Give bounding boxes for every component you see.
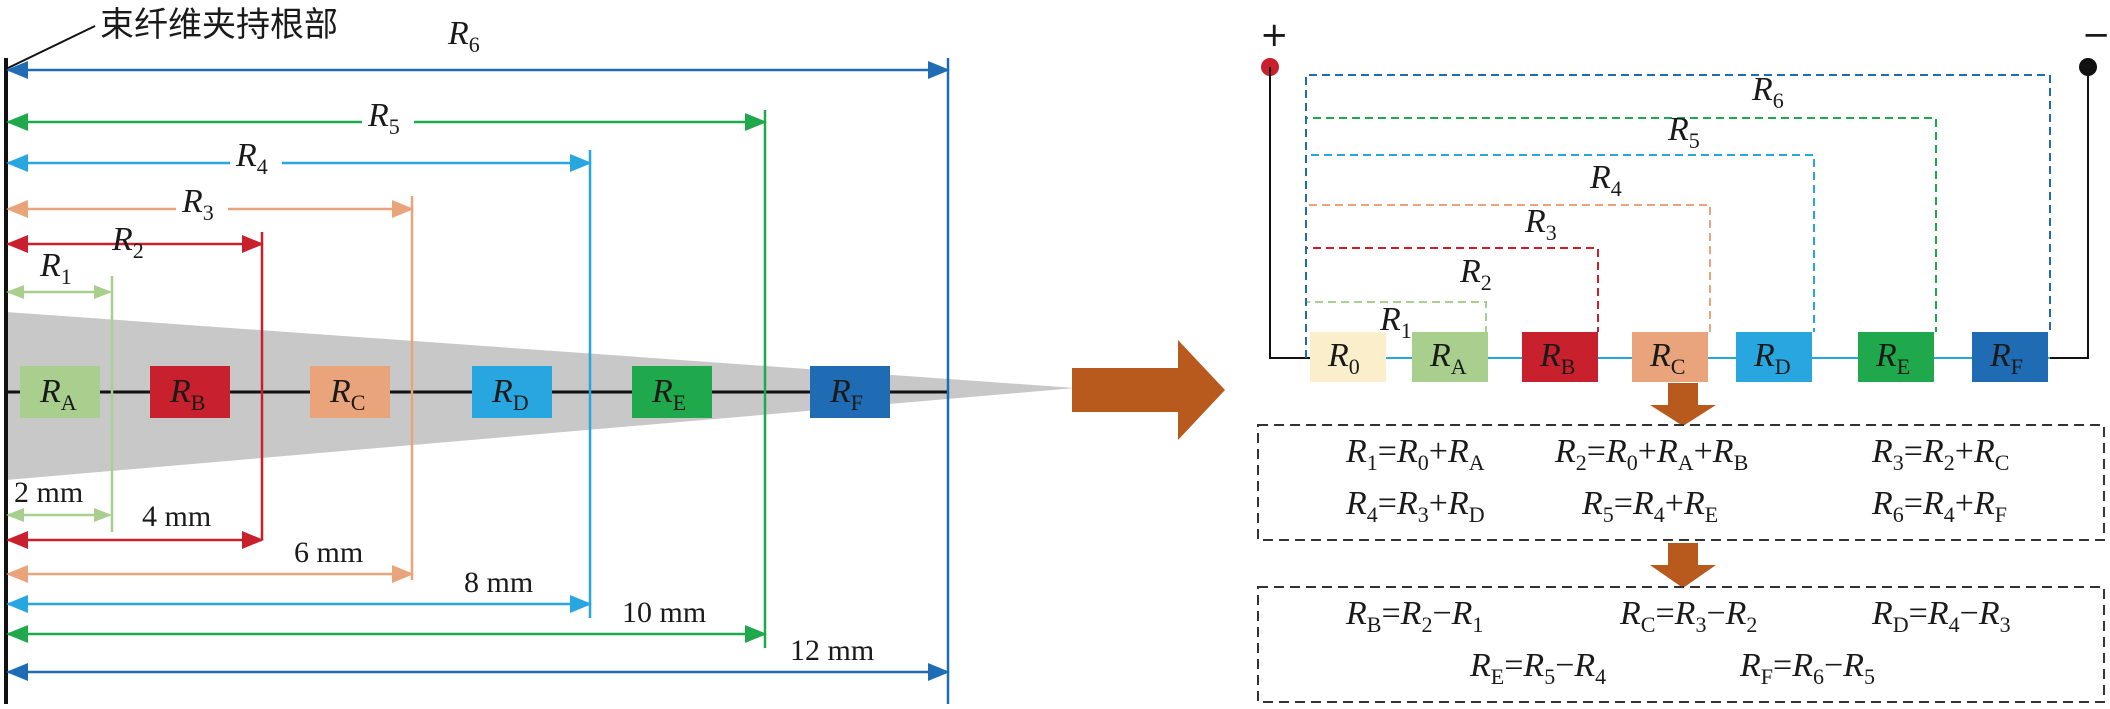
- top-arrow-label-r3: R3: [181, 183, 214, 225]
- circuit-box-f: [1972, 332, 2048, 382]
- minus-terminal-label: −: [2082, 15, 2110, 55]
- top-arrow-label-bg-r5: [362, 96, 414, 136]
- diff-equation-4: RE=R5−R4: [1469, 647, 1606, 689]
- circuit-resistor-boxes: R0 RA RB RC RD RE RF: [1310, 332, 2048, 382]
- top-arrow-label-r6: R6: [447, 15, 480, 57]
- loop-r4: [1305, 154, 1815, 358]
- equations-sum: R1=R0+RA R2=R0+RA+RB R3=R2+RC R4=R3+RD R5=R4…: [1345, 433, 2009, 527]
- top-arrow-label-bg-r4: [230, 136, 282, 176]
- sum-equation-5: R5=R4+RE: [1581, 485, 1718, 527]
- transition-arrow: [1072, 340, 1225, 440]
- segment-box-f: [810, 366, 890, 418]
- top-arrow-label-bg-r3: [176, 182, 228, 222]
- loop-label-r3: R3: [1524, 203, 1557, 245]
- segment-label-c: RC: [329, 373, 365, 415]
- equation-box-2: [1257, 586, 2105, 703]
- circuit-box-label-a: RA: [1429, 337, 1467, 379]
- top-resistance-arrows: R1 R2 R3 R4 R5 R6: [6, 15, 950, 299]
- circuit-wire-left: [1269, 67, 1310, 359]
- segment-end-markers: [110, 58, 950, 704]
- segment-label-f: RF: [829, 373, 863, 415]
- circuit-box-label-f: RF: [1989, 337, 2023, 379]
- circuit-box-label-0: R0: [1327, 337, 1360, 379]
- segment-box-e: [632, 366, 712, 418]
- length-label-4: 8 mm: [464, 566, 533, 599]
- top-arrow-label-r2: R2: [111, 221, 144, 263]
- circuit-box-0: [1310, 332, 1386, 382]
- measurement-loops: R1 R2 R3 R4 R5 R6: [1305, 71, 2051, 358]
- loop-label-r1: R1: [1379, 301, 1412, 343]
- plus-terminal-label: +: [1260, 15, 1289, 55]
- diff-equation-1: RB=R2−R1: [1345, 595, 1483, 637]
- circuit-box-label-d: RD: [1753, 337, 1791, 379]
- circuit-box-b: [1522, 332, 1598, 382]
- bottom-length-arrows: 2 mm 4 mm 6 mm 8 mm 10 mm 12 mm: [6, 476, 950, 681]
- root-label: 束纤维夹持根部: [100, 5, 338, 45]
- segment-label-b: RB: [169, 373, 205, 415]
- length-label-6: 12 mm: [790, 634, 874, 667]
- down-arrow-2: [1650, 543, 1716, 588]
- segment-label-e: RE: [651, 373, 686, 415]
- loop-label-r2: R2: [1459, 253, 1492, 295]
- top-arrow-label-r5: R5: [367, 97, 400, 139]
- diff-equation-2: RC=R3−R2: [1619, 595, 1757, 637]
- circuit-box-label-c: RC: [1649, 337, 1685, 379]
- sum-equation-2: R2=R0+RA+RB: [1554, 433, 1748, 475]
- sum-equation-1: R1=R0+RA: [1345, 433, 1485, 475]
- circuit-box-c: [1632, 332, 1708, 382]
- equation-box-1: [1257, 424, 2105, 541]
- sum-equation-6: R6=R4+RF: [1871, 485, 2007, 527]
- length-label-1: 2 mm: [14, 476, 83, 509]
- length-label-5: 10 mm: [622, 596, 706, 629]
- segment-boxes: RA RB RC RD RE RF: [20, 366, 890, 418]
- loop-r3: [1305, 204, 1711, 358]
- circuit-wire-right: [2050, 67, 2089, 359]
- segment-box-d: [472, 366, 552, 418]
- circuit-box-e: [1858, 332, 1934, 382]
- loop-r6: [1305, 74, 2051, 358]
- fiber-panel: 束纤维夹持根部 RA RB RC RD RE RF R1 R2 R3 R4 R5 R6 2 mm 4 …: [4, 5, 1075, 704]
- circuit-box-label-b: RB: [1539, 337, 1575, 379]
- loop-label-r6: R6: [1751, 71, 1784, 113]
- diff-equation-3: RD=R4−R3: [1871, 595, 2011, 637]
- top-arrow-label-r1: R1: [39, 247, 72, 289]
- segment-box-b: [150, 366, 230, 418]
- sum-equation-3: R3=R2+RC: [1871, 433, 2009, 475]
- loop-label-r5: R5: [1667, 111, 1700, 153]
- length-label-3: 6 mm: [294, 536, 363, 569]
- segment-label-d: RD: [491, 373, 529, 415]
- sum-equation-4: R4=R3+RD: [1345, 485, 1485, 527]
- circuit-box-d: [1736, 332, 1812, 382]
- circuit-box-a: [1412, 332, 1488, 382]
- root-label-leader: [7, 25, 96, 69]
- down-arrow-1: [1650, 383, 1716, 426]
- top-arrow-label-r4: R4: [235, 137, 268, 179]
- loop-label-r4: R4: [1589, 159, 1622, 201]
- circuit-panel: + − R1 R2 R3 R4 R5 R6 R0 RA RB RC RD RE RF R1=R0+RA…: [1257, 15, 2110, 703]
- diff-equation-5: RF=R6−R5: [1739, 647, 1875, 689]
- segment-label-a: RA: [39, 373, 77, 415]
- segment-box-a: [20, 366, 100, 418]
- length-label-2: 4 mm: [142, 500, 211, 533]
- circuit-box-label-e: RE: [1875, 337, 1910, 379]
- segment-box-c: [310, 366, 390, 418]
